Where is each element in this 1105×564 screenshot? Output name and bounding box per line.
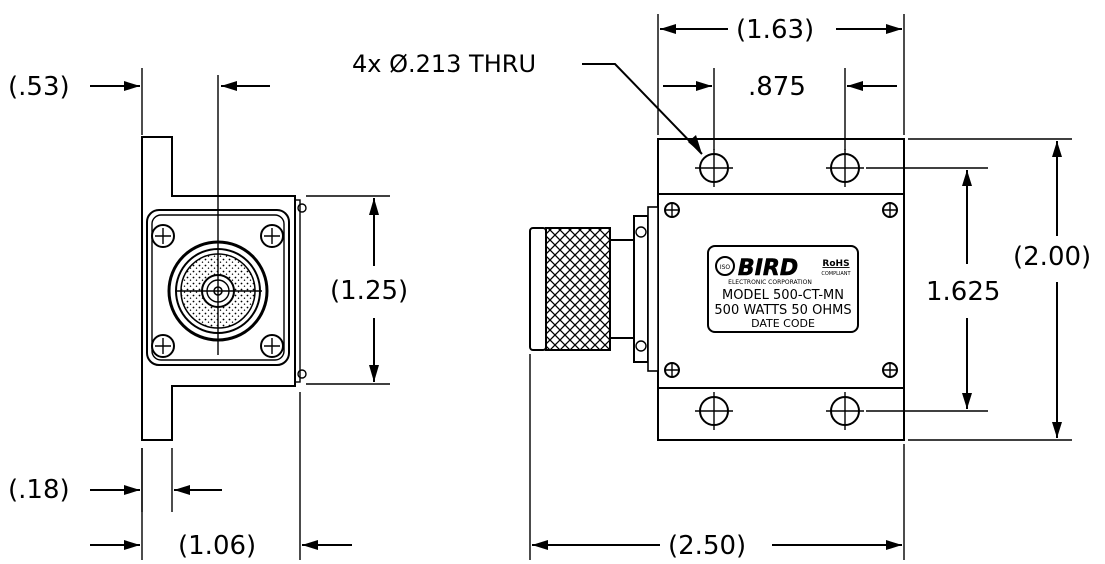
end-view-side-plate	[294, 199, 301, 383]
dim-side-width: (1.06)	[90, 392, 352, 561]
top-view-screw-br	[882, 362, 898, 378]
mounting-hole-bl	[695, 392, 733, 430]
nameplate-brand: BIRD	[738, 256, 798, 281]
end-view-side-screw-top	[297, 203, 307, 213]
iso-badge-text: ISO	[720, 264, 731, 271]
end-view: (.53) (1.25) (.18) (1.06)	[8, 68, 408, 561]
dim-hole-spacing-h-label: .875	[748, 72, 806, 102]
dim-hole-spacing-h: .875	[663, 68, 897, 150]
dim-flange-width: (1.25)	[306, 195, 408, 385]
nameplate-date-code: DATE CODE	[751, 317, 815, 330]
dim-overall-top: (1.63)	[657, 14, 905, 135]
nameplate-rohs: RoHS	[822, 259, 849, 269]
dim-hole-spacing-v: 1.625	[866, 167, 1000, 412]
mounting-hole-tr	[826, 149, 864, 187]
end-view-screw-bl	[151, 334, 175, 358]
nameplate-rohs-sub: COMPLIANT	[821, 271, 851, 277]
top-view: ISO BIRD ELECTRONIC CORPORATION RoHS COM…	[352, 14, 1091, 561]
dim-flange-offset-label: (.53)	[8, 72, 70, 102]
dim-overall-height-label: (2.00)	[1013, 242, 1091, 272]
top-view-screw-bl	[664, 362, 680, 378]
mounting-hole-tl	[695, 149, 733, 187]
end-view-side-screw-bottom	[297, 369, 307, 379]
top-view-screw-tl	[664, 202, 680, 218]
nameplate-rating: 500 WATTS 50 OHMS	[714, 303, 851, 318]
top-view-screw-tr	[882, 202, 898, 218]
dim-overall-length: (2.50)	[529, 354, 905, 561]
end-view-screw-tr	[260, 224, 284, 248]
mounting-hole-br	[826, 392, 864, 430]
iso-badge-icon	[715, 256, 735, 276]
dim-hole-spacing-v-label: 1.625	[926, 277, 1000, 307]
nameplate-model: MODEL 500-CT-MN	[722, 288, 844, 303]
end-view-outline	[141, 136, 296, 441]
nameplate-company: ELECTRONIC CORPORATION	[728, 279, 812, 286]
dim-flange-thickness: (.18)	[8, 448, 222, 512]
dim-overall-top-label: (1.63)	[736, 15, 814, 45]
dim-overall-length-label: (2.50)	[668, 531, 746, 561]
hole-callout-label: 4x Ø.213 THRU	[352, 50, 536, 78]
end-view-screw-tl	[151, 224, 175, 248]
nameplate: ISO BIRD ELECTRONIC CORPORATION RoHS COM…	[707, 245, 859, 333]
hole-callout: 4x Ø.213 THRU	[352, 50, 703, 155]
dim-flange-thickness-label: (.18)	[8, 475, 70, 505]
dim-overall-height: (2.00)	[908, 138, 1091, 441]
end-view-screw-br	[260, 334, 284, 358]
dim-flange-offset: (.53)	[8, 68, 270, 135]
dim-flange-width-label: (1.25)	[330, 276, 408, 306]
dim-side-width-label: (1.06)	[178, 531, 256, 561]
top-view-connector	[529, 206, 659, 372]
